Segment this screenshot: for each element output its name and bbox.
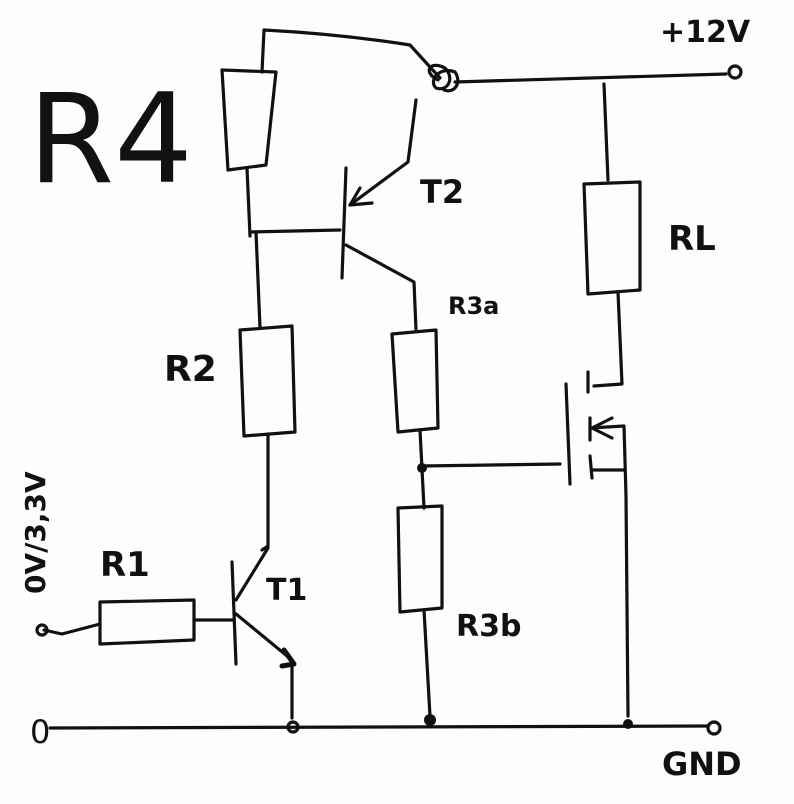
label-gnd: GND [662, 745, 742, 783]
junction-gnd-mosfet [623, 719, 633, 729]
wire-gate [420, 462, 562, 468]
label-r4: R4 [28, 68, 194, 212]
transistor-t2 [340, 98, 418, 332]
wire-gnd-rail [48, 724, 710, 730]
wire-rl-drain [592, 290, 624, 388]
label-r1: R1 [100, 545, 150, 585]
resistor-rl [582, 180, 642, 296]
resistor-r1 [98, 598, 196, 646]
label-r3b: R3b [456, 609, 522, 644]
junction-gnd-r3b [424, 714, 436, 726]
label-r2: R2 [164, 349, 217, 390]
wire-r2-t1 [260, 432, 270, 552]
resistor-r2 [238, 230, 297, 438]
supply-terminal [727, 64, 743, 80]
label-t1: T1 [266, 573, 308, 608]
label-input: 0V/3,3V [19, 471, 52, 594]
mosfet [564, 370, 630, 718]
label-rl: RL [668, 219, 716, 259]
gnd-terminal [706, 720, 722, 736]
wire-t2-base [248, 228, 342, 234]
resistor-r3b [396, 504, 444, 614]
label-r3a: R3a [448, 292, 500, 320]
wire-rl-top [602, 82, 610, 182]
input-terminal [35, 623, 49, 637]
label-supply: +12V [660, 15, 751, 50]
resistor-r4 [220, 68, 278, 238]
transistor-t1 [230, 546, 297, 720]
wire-12v-rail [453, 72, 728, 84]
resistor-r3a [390, 328, 440, 434]
wire-r4-top [260, 28, 442, 80]
wire-r3b-gnd [422, 608, 432, 718]
label-t2: T2 [420, 173, 465, 211]
wire-input [42, 622, 102, 636]
junction-gnd-t1 [286, 720, 300, 734]
label-zero: 0 [30, 713, 51, 751]
